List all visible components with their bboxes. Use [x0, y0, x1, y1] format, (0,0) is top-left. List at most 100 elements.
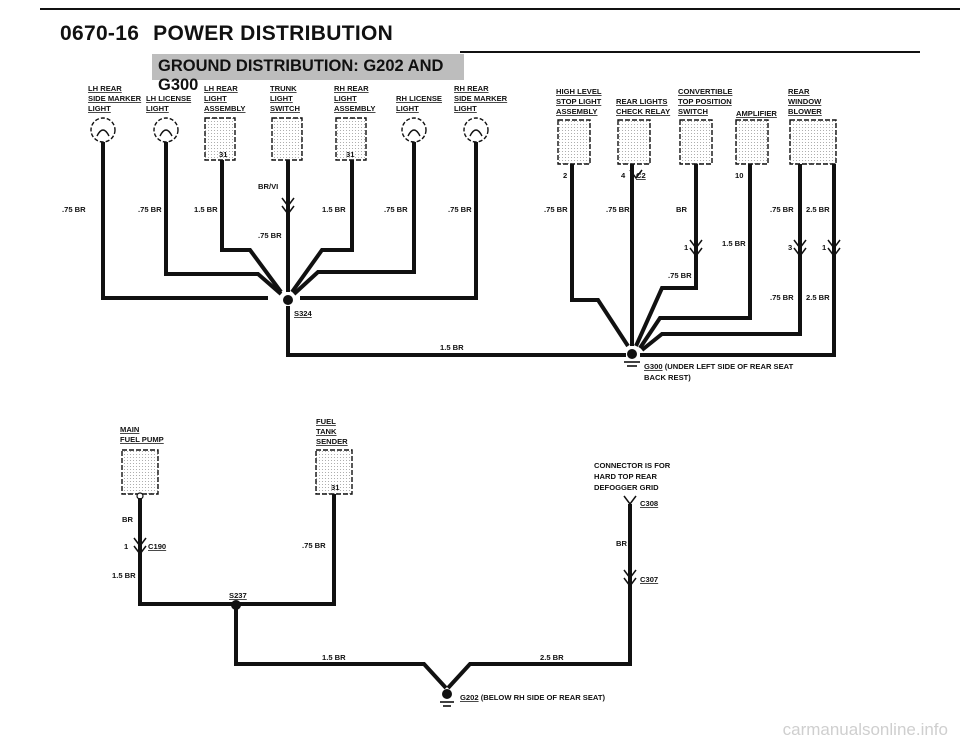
label-line: SWITCH [270, 104, 300, 113]
wire-label: 1.5 BR [112, 571, 136, 580]
top-rule [40, 8, 960, 10]
wire-label: BR [676, 205, 687, 214]
wire-label: 1.5 BR [322, 653, 346, 662]
check-relay-label: REAR LIGHTS CHECK RELAY [616, 97, 670, 116]
label-line: FUEL PUMP [120, 435, 164, 444]
watermark: carmanualsonline.info [782, 720, 948, 739]
rh-side-marker-label: RH REAR SIDE MARKER LIGHT [454, 84, 508, 113]
label-line: TRUNK [270, 84, 297, 93]
wire-label: 1.5 BR [322, 205, 346, 214]
splice-s237-label: S237 [229, 591, 247, 600]
fuel-tank-sender-box [315, 449, 353, 495]
connector-c190: C190 [148, 542, 166, 551]
wire-label: .75 BR [302, 541, 326, 550]
label-line: TANK [316, 427, 337, 436]
wire-label: 2.5 BR [540, 653, 564, 662]
note-line: DEFOGGER GRID [594, 483, 659, 492]
section-banner: GROUND DISTRIBUTION: G202 AND G300 [152, 54, 464, 94]
pin-number: 1 [124, 542, 129, 551]
splice-s237-dot [231, 600, 241, 610]
right-connectors [629, 169, 841, 258]
label-line: RH REAR [454, 84, 489, 93]
label-line: SWITCH [678, 107, 708, 116]
connector-arrow [629, 169, 643, 180]
high-level-stop-label: HIGH LEVEL STOP LIGHT ASSEMBLY [556, 87, 602, 116]
wire-label: 2.5 BR [806, 205, 830, 214]
wire-lh-license [164, 142, 283, 296]
ground-g300 [624, 349, 640, 367]
stop-light-box [557, 119, 591, 165]
connector-c308: C308 [640, 499, 658, 508]
pin-number: 2 [563, 171, 567, 180]
wire-amplifier [638, 164, 752, 350]
connector-c190-arrow [133, 537, 147, 556]
blower-label: REAR WINDOW BLOWER [788, 87, 822, 116]
s324-wiring [101, 142, 626, 357]
note-line: HARD TOP REAR [594, 472, 658, 481]
label-line: LIGHT [204, 94, 227, 103]
trunk-switch-label: TRUNK LIGHT SWITCH [270, 84, 300, 113]
section-title: POWER DISTRIBUTION [153, 22, 394, 45]
label-line: LIGHT [88, 104, 111, 113]
lh-side-marker-label: LH REAR SIDE MARKER LIGHT [88, 84, 142, 113]
label-line: RH LICENSE [396, 94, 442, 103]
rh-license-label: RH LICENSE LIGHT [396, 94, 442, 113]
wire-lh-side-marker [101, 142, 268, 300]
label-line: LH LICENSE [146, 94, 191, 103]
connector-c308-arrow [623, 495, 637, 506]
pin-number: 3 [788, 243, 792, 252]
label-line: TOP POSITION [678, 97, 732, 106]
wire-label: BR/VI [258, 182, 278, 191]
wire-label: 1.5 BR [194, 205, 218, 214]
defogger-note: CONNECTOR IS FOR HARD TOP REAR DEFOGGER … [594, 461, 671, 492]
wire-label: .75 BR [668, 271, 692, 280]
splice-s324-dot [283, 295, 293, 305]
rh-side-marker-bulb [463, 117, 489, 143]
connector-c307-arrow [623, 569, 637, 588]
label-line: LH REAR [88, 84, 122, 93]
g202-location: (BELOW RH SIDE OF REAR SEAT) [481, 693, 606, 702]
label-line: STOP LIGHT [556, 97, 602, 106]
blower-box [789, 119, 837, 165]
pin-number: 4 [621, 171, 626, 180]
wire-label: .75 BR [448, 205, 472, 214]
wire-blower-a [640, 164, 802, 352]
rh-rear-light-label: RH REAR LIGHT ASSEMBLY [334, 84, 376, 113]
g202-label: G202 (BELOW RH SIDE OF REAR SEAT) [460, 693, 605, 702]
wire-stop-light [570, 164, 630, 348]
wire-label: .75 BR [62, 205, 86, 214]
label-line: CHECK RELAY [616, 107, 670, 116]
wire-label: .75 BR [258, 231, 282, 240]
label-line: ASSEMBLY [556, 107, 598, 116]
pin-number: 31 [331, 483, 340, 492]
wire-rh-license [292, 142, 416, 296]
check-relay-box [617, 119, 651, 165]
pin-number: 31 [346, 150, 355, 159]
connector-arrow [689, 239, 703, 258]
wire-rh-side-marker [300, 142, 478, 300]
connector-arrow [793, 239, 807, 258]
wire-label: .75 BR [544, 205, 568, 214]
lh-rear-light-label: LH REAR LIGHT ASSEMBLY [204, 84, 246, 113]
label-line: LIGHT [396, 104, 419, 113]
wire-s324-to-g300 [286, 306, 626, 357]
wire-label: 1.5 BR [440, 343, 464, 352]
bottom-connectors [133, 495, 637, 588]
label-line: SENDER [316, 437, 348, 446]
label-line: LH REAR [204, 84, 238, 93]
main-fuel-pump-label: MAIN FUEL PUMP [120, 425, 164, 444]
wire-label: BR [122, 515, 133, 524]
label-line: FUEL [316, 417, 336, 426]
label-line: WINDOW [788, 97, 822, 106]
wire-label: .75 BR [138, 205, 162, 214]
lh-license-bulb [153, 117, 179, 143]
wire-lh-rear-light [220, 160, 283, 294]
label-line: LIGHT [334, 94, 357, 103]
wire-fuel-pump [138, 498, 236, 606]
rh-license-bulb [401, 117, 427, 143]
label-line: ASSEMBLY [334, 104, 376, 113]
label-line: RH REAR [334, 84, 369, 93]
label-line: BLOWER [788, 107, 822, 116]
wire-defogger-to-g202 [446, 504, 632, 690]
pin-number: 1 [822, 243, 827, 252]
